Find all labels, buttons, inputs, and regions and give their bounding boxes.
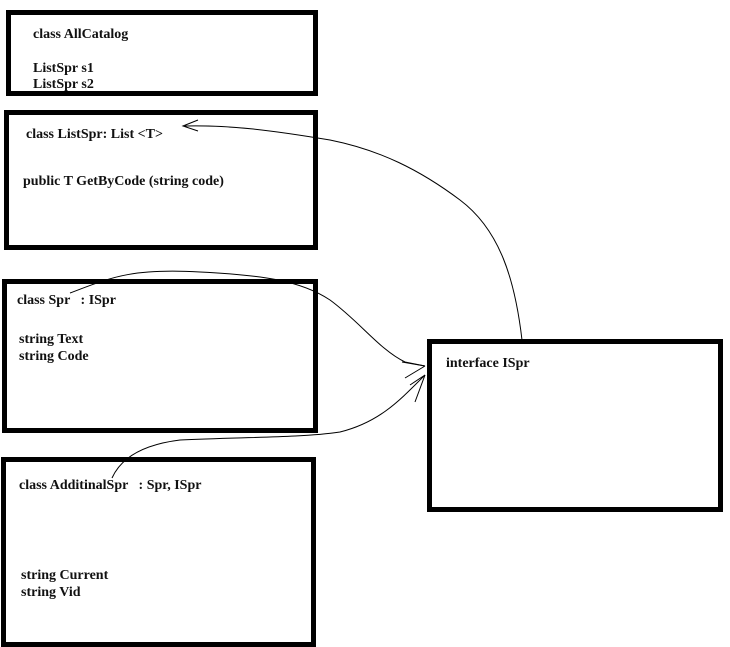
additionalspr-field: string Vid: [21, 585, 81, 600]
additionalspr-field: string Current: [21, 568, 109, 583]
listspr-method: public T GetByCode (string code): [23, 174, 224, 189]
arrow-ispr-to-listspr: [184, 125, 523, 341]
spr-title: class Spr : ISpr: [17, 293, 116, 308]
additionalspr-title: class AdditinalSpr : Spr, ISpr: [19, 478, 202, 493]
interface-box-ispr: [427, 339, 723, 512]
class-box-spr: [2, 279, 318, 433]
listspr-title: class ListSpr: List <T>: [26, 127, 163, 142]
allcatalog-title: class AllCatalog: [33, 27, 129, 42]
class-box-allcatalog: [6, 10, 318, 96]
arrowhead-listspr: [181, 119, 199, 132]
arrow-additionalspr-to-ispr: [111, 374, 426, 479]
arrow-spr-to-ispr: [69, 270, 426, 367]
spr-field: string Text: [19, 332, 84, 347]
ispr-title: interface ISpr: [446, 356, 530, 371]
class-box-listspr: [4, 110, 318, 250]
spr-field: string Code: [19, 349, 89, 364]
arrowhead-spr: [401, 361, 426, 379]
arrowhead-additionalspr: [409, 374, 426, 403]
allcatalog-field: ListSpr s2: [33, 77, 94, 92]
allcatalog-field: ListSpr s1: [33, 61, 94, 76]
